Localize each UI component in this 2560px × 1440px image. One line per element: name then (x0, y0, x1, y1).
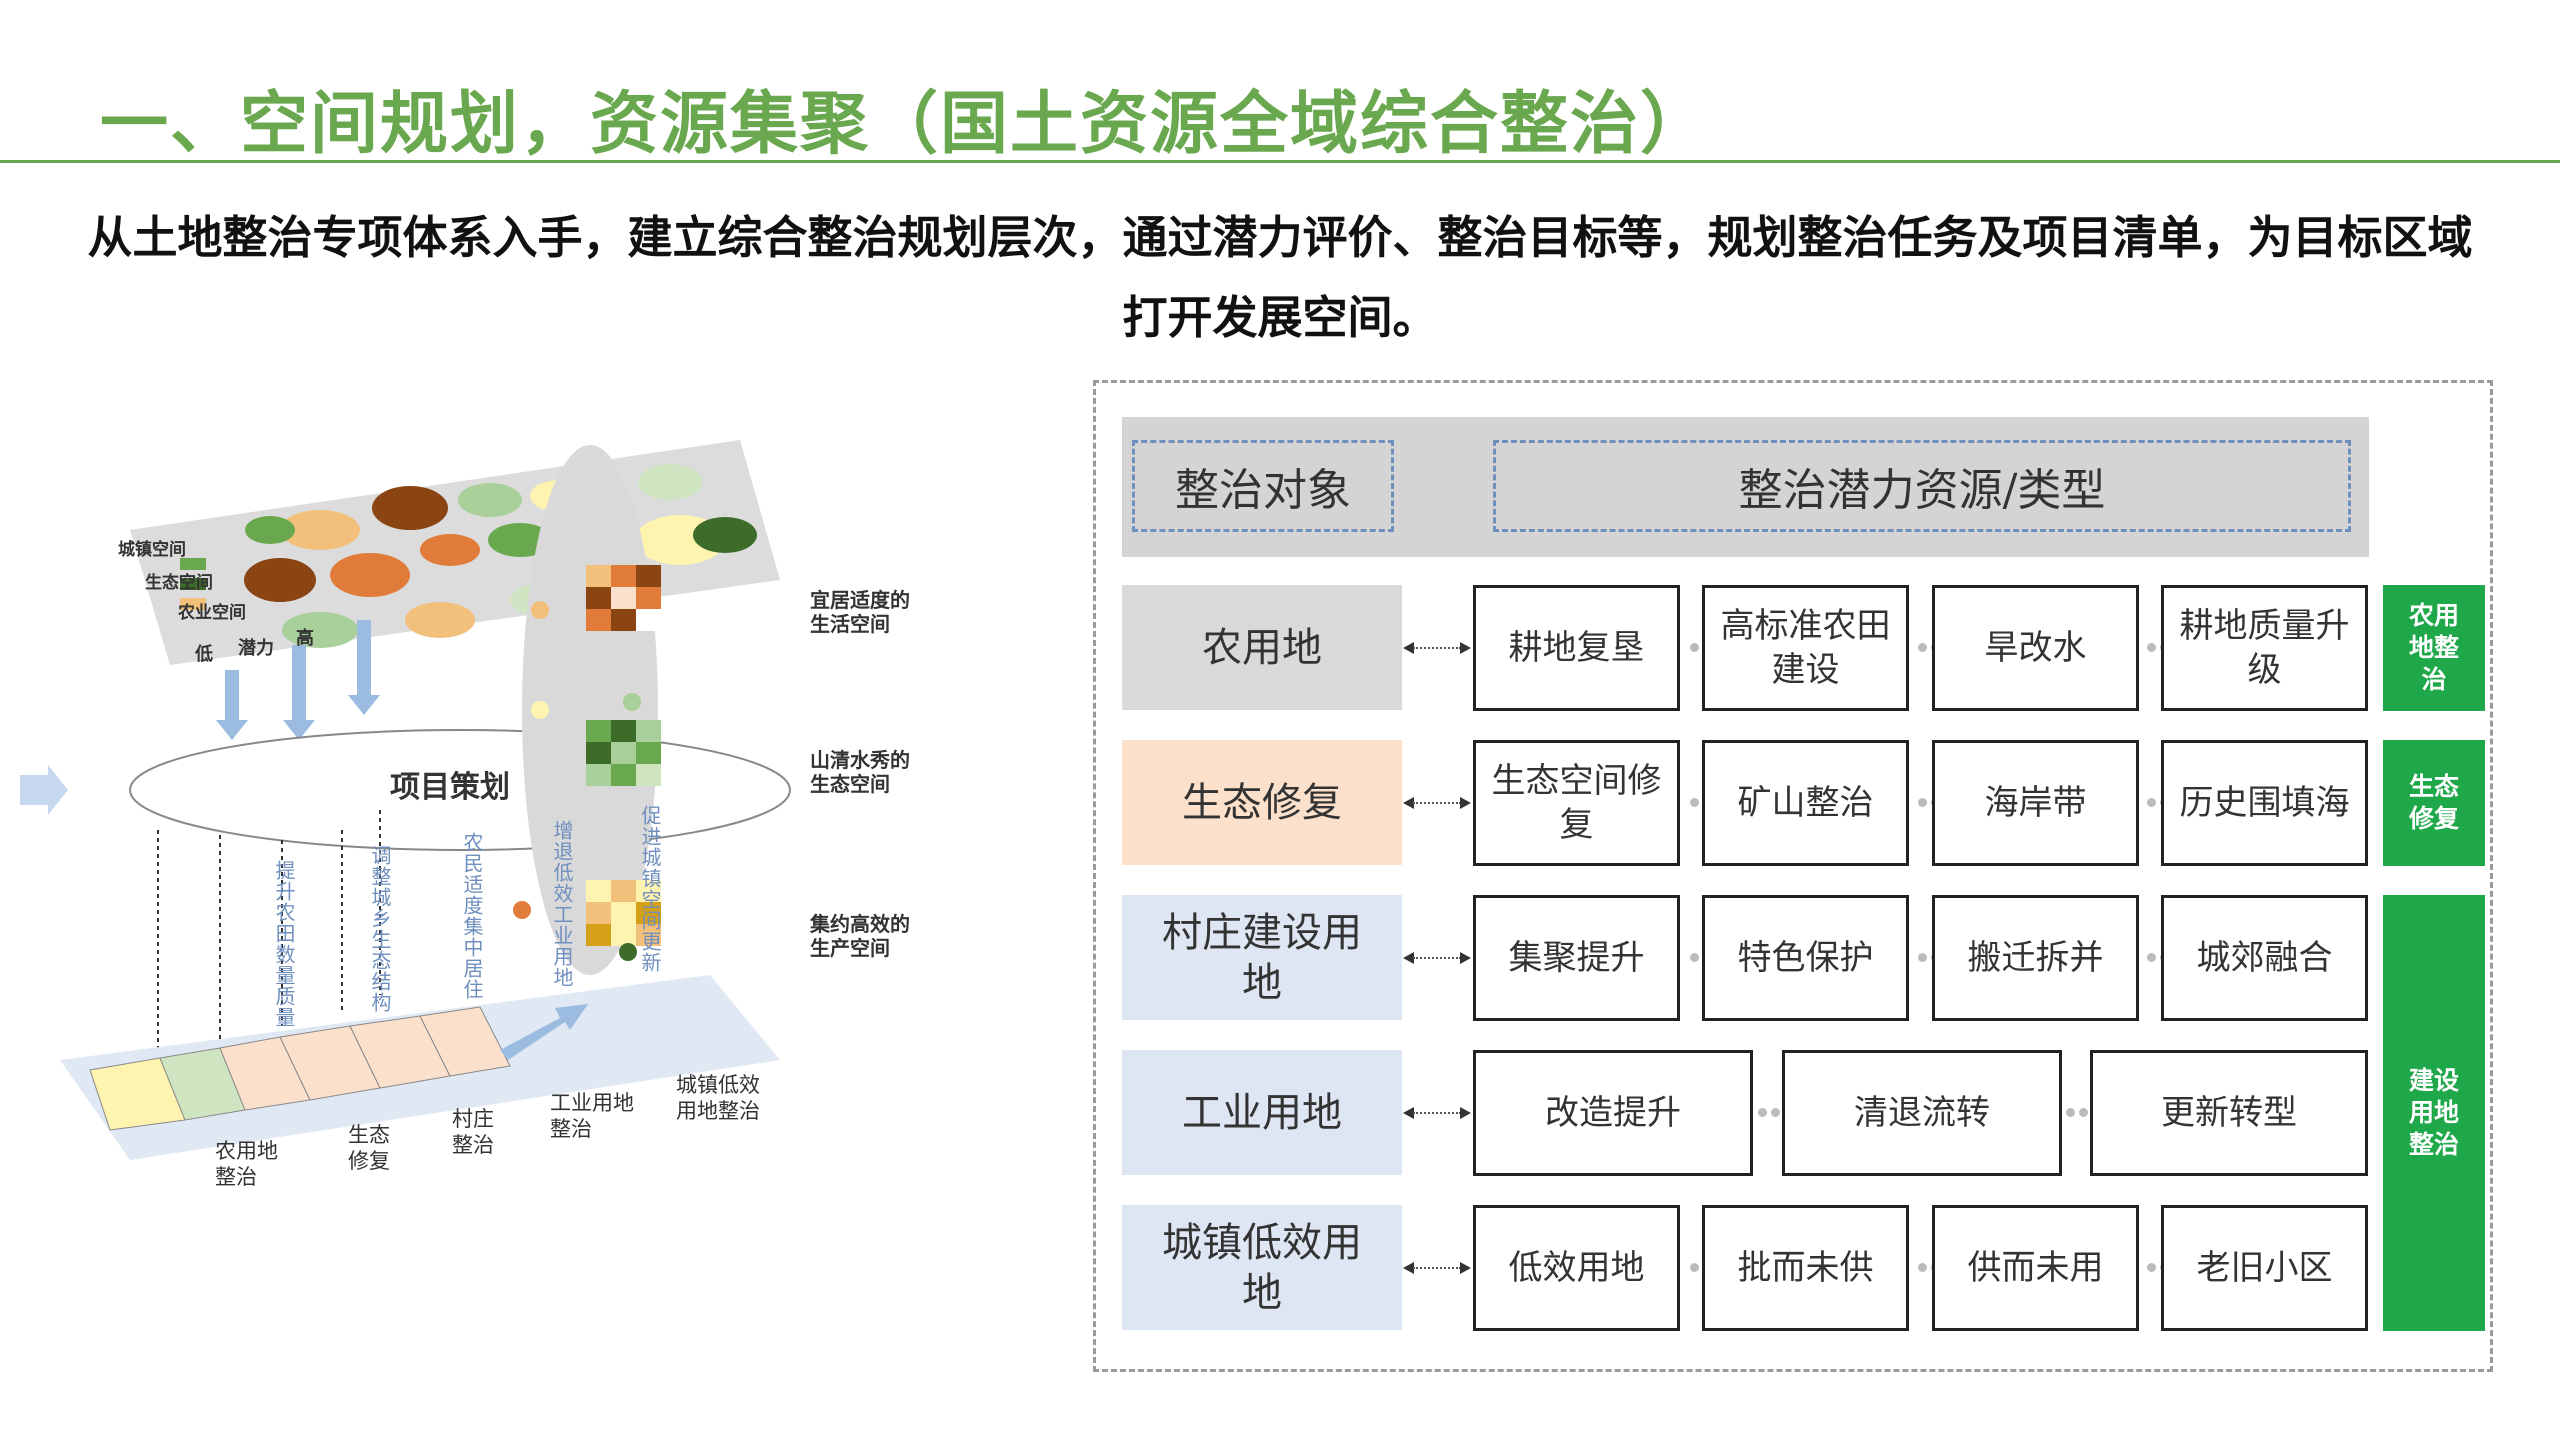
item-farmland-4: 耕地质量升级 (2161, 585, 2368, 711)
page-title: 一、空间规划，资源集聚（国土资源全域综合整治） (100, 85, 1711, 164)
item-village-1: 集聚提升 (1473, 895, 1680, 1021)
item-ecology-3: 海岸带 (1932, 740, 2139, 866)
category-farmland: 农用地 (1122, 585, 1402, 710)
category-ecology: 生态修复 (1122, 740, 1402, 865)
side-label-farmland: 农用地整治 (2383, 585, 2485, 711)
bottom-label-1: 农用地整治 (215, 1139, 278, 1189)
item-industrial-1: 改造提升 (1473, 1050, 1753, 1176)
item-industrial-3: 更新转型 (2090, 1050, 2368, 1176)
item-village-2: 特色保护 (1702, 895, 1909, 1021)
item-farmland-1: 耕地复垦 (1473, 585, 1680, 711)
item-urban-3: 供而未用 (1932, 1205, 2139, 1331)
side-label-ecology: 生态修复 (2383, 740, 2485, 866)
bidirectional-arrow-icon (1403, 951, 1471, 965)
potential-label: 潜力 (238, 638, 274, 659)
category-urban-low-efficiency: 城镇低效用地 (1122, 1205, 1402, 1330)
item-farmland-3: 旱改水 (1932, 585, 2139, 711)
bottom-label-4: 工业用地整治 (550, 1091, 634, 1141)
bidirectional-arrow-icon (1403, 1261, 1471, 1275)
item-ecology-4: 历史围填海 (2161, 740, 2368, 866)
legend-urban: 城镇空间 (118, 540, 186, 560)
connector-dots (1758, 1108, 1780, 1118)
item-village-4: 城郊融合 (2161, 895, 2368, 1021)
vertical-label-4: 增退低效工业用地 (550, 820, 574, 988)
bidirectional-arrow-icon (1403, 1106, 1471, 1120)
vertical-label-5: 促进城镇空间更新 (638, 805, 662, 973)
ecological-space-grid (586, 720, 661, 786)
connector-dots (2066, 1108, 2088, 1118)
table-frame (1093, 380, 2493, 1372)
item-urban-4: 老旧小区 (2161, 1205, 2368, 1331)
ellipse-label: 项目策划 (390, 770, 510, 805)
space-label-living: 宜居适度的生活空间 (810, 588, 910, 636)
vertical-label-1: 提升农田数量质量 (272, 860, 296, 1028)
title-divider (0, 160, 2560, 163)
vertical-label-3: 农民适度集中居住 (460, 832, 484, 1000)
bottom-label-2: 生态修复 (348, 1123, 390, 1173)
bidirectional-arrow-icon (1403, 641, 1471, 655)
side-label-construction: 建设用地整治 (2383, 895, 2485, 1331)
page-subtitle: 从土地整治专项体系入手，建立综合整治规划层次，通过潜力评价、整治目标等，规划整治… (87, 211, 2473, 344)
bottom-label-5: 城镇低效用地整治 (676, 1073, 760, 1123)
production-space-grid (586, 880, 661, 946)
potential-low: 低 (195, 644, 213, 665)
legend-agriculture: 农业空间 (178, 603, 246, 623)
item-urban-1: 低效用地 (1473, 1205, 1680, 1331)
vertical-label-2: 调整城乡生态结构 (368, 845, 392, 1013)
item-farmland-2: 高标准农田建设 (1702, 585, 1909, 711)
header-potential: 整治潜力资源/类型 (1493, 440, 2351, 532)
living-space-grid (586, 565, 661, 631)
potential-high: 高 (296, 628, 314, 649)
land-consolidation-diagram (20, 440, 791, 1160)
item-industrial-2: 清退流转 (1782, 1050, 2062, 1176)
space-label-production: 集约高效的生产空间 (810, 912, 910, 960)
item-urban-2: 批而未供 (1702, 1205, 1909, 1331)
legend-ecology: 生态空间 (145, 573, 213, 593)
space-label-ecology: 山清水秀的生态空间 (810, 748, 910, 796)
category-village: 村庄建设用地 (1122, 895, 1402, 1020)
category-industrial: 工业用地 (1122, 1050, 1402, 1175)
header-object: 整治对象 (1132, 440, 1394, 532)
bottom-label-3: 村庄整治 (452, 1107, 494, 1157)
item-ecology-1: 生态空间修复 (1473, 740, 1680, 866)
bidirectional-arrow-icon (1403, 796, 1471, 810)
item-village-3: 搬迁拆并 (1932, 895, 2139, 1021)
item-ecology-2: 矿山整治 (1702, 740, 1909, 866)
